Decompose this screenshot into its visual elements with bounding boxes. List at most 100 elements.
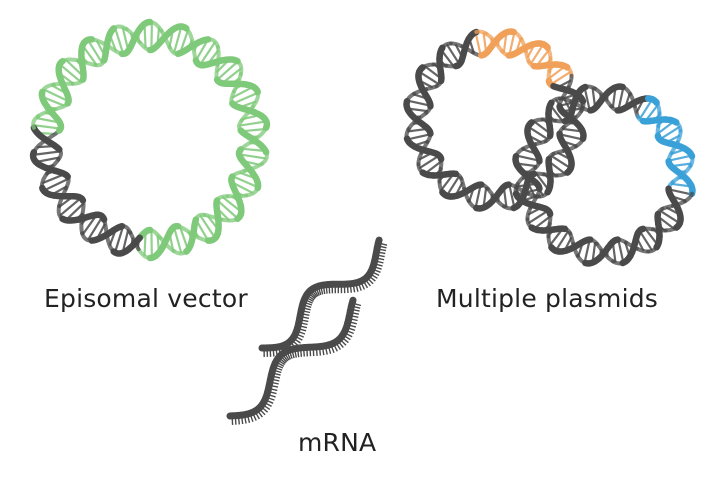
backbone-segment [135, 18, 154, 35]
backbone-segment [103, 25, 117, 47]
base-pair [550, 70, 572, 86]
backbone-segment [251, 90, 261, 109]
mrna-strands [226, 236, 388, 425]
base-pair [527, 125, 549, 141]
backbone-segment [566, 73, 574, 90]
backbone-segment [540, 117, 558, 123]
backbone-segment [259, 150, 269, 166]
base-pair [86, 39, 104, 64]
backbone-segment [171, 248, 189, 256]
backbone-segment [405, 91, 417, 104]
base-pair [150, 230, 153, 258]
base-pair [86, 216, 104, 241]
backbone-segment [218, 56, 241, 65]
base-pair [199, 41, 217, 66]
base-pair [508, 32, 516, 56]
backbone-segment [128, 230, 141, 252]
backbone-segment [111, 24, 129, 32]
backbone-segment [541, 172, 559, 178]
backbone-segment [39, 171, 49, 190]
backbone-segment [252, 125, 269, 142]
backbone-segment [650, 227, 668, 233]
backbone-segment [55, 57, 66, 78]
base-pair [638, 230, 654, 252]
backbone-segment [170, 23, 190, 33]
backbone-segment [546, 234, 554, 250]
base-pair [508, 184, 516, 208]
backbone-segment [654, 100, 662, 116]
backbone-segment [602, 251, 616, 264]
backbone-segment [136, 247, 152, 260]
backbone-segment [189, 231, 211, 243]
backbone-segment [80, 231, 94, 243]
base-pair [559, 133, 583, 141]
base-pair [516, 188, 540, 196]
backbone-segment [431, 62, 449, 68]
backbone-segment [219, 216, 240, 223]
backbone-segment [483, 31, 497, 44]
base-pair [418, 70, 440, 86]
base-pair [238, 120, 267, 127]
backbone-segment [680, 163, 693, 177]
base-pair [232, 175, 259, 189]
base-pair [583, 239, 591, 263]
backbone-segment [60, 57, 81, 64]
backbone-segment [514, 146, 526, 159]
rna-backbone [258, 236, 383, 352]
backbone-segment [244, 186, 260, 198]
base-pair [617, 239, 625, 263]
base-pair [668, 188, 692, 196]
base-pair [659, 209, 681, 225]
backbone-segment [110, 247, 130, 257]
backbone-segment [242, 81, 261, 96]
base-pair [516, 154, 540, 162]
backbone-segment [124, 27, 142, 45]
backbone-segment [437, 179, 445, 195]
multiple-plasmids-label: Multiple plasmids [436, 284, 659, 313]
base-pair [150, 22, 153, 50]
base-pair [445, 175, 461, 197]
backbone-segment [545, 45, 553, 61]
backbone-segment [36, 107, 58, 119]
backbone-segment [466, 198, 479, 210]
backbone-segment [554, 170, 570, 178]
backbone-segment [88, 230, 112, 244]
base-pair [43, 88, 69, 103]
backbone-segment [30, 124, 50, 144]
base-pair [445, 43, 461, 65]
backbone-segment [225, 193, 249, 199]
backbone-segment [437, 166, 443, 184]
backbone-segment [38, 88, 51, 110]
base-pair [113, 225, 125, 253]
backbone-segment [45, 157, 61, 176]
backbone-segment [250, 136, 270, 156]
base-pair [638, 98, 654, 120]
base-pair [407, 133, 431, 141]
backbone-segment [529, 117, 545, 125]
backbone-segment [515, 173, 528, 187]
backbone-segment [148, 20, 164, 33]
base-pair [668, 154, 692, 162]
backbone-segment [258, 112, 271, 132]
backbone-segment [40, 82, 56, 94]
base-pair [529, 43, 545, 65]
base-pair [33, 150, 61, 156]
backbone-segment [663, 225, 679, 233]
base-pair [59, 197, 82, 217]
backbone-segment [575, 253, 588, 265]
backbone-segment [105, 234, 116, 254]
base-pair [216, 60, 239, 81]
backbone-segment [31, 114, 41, 130]
base-pair [232, 91, 259, 105]
base-pair [238, 153, 267, 160]
backbone-segment [29, 148, 42, 168]
backbone-segment [547, 56, 553, 74]
backbone-segment [634, 246, 651, 254]
backbone-segment [79, 213, 85, 236]
base-pair [554, 98, 570, 120]
backbone-segment [573, 136, 585, 149]
base-pair [199, 214, 217, 239]
base-pair [43, 177, 69, 192]
backbone-segment [525, 205, 533, 222]
